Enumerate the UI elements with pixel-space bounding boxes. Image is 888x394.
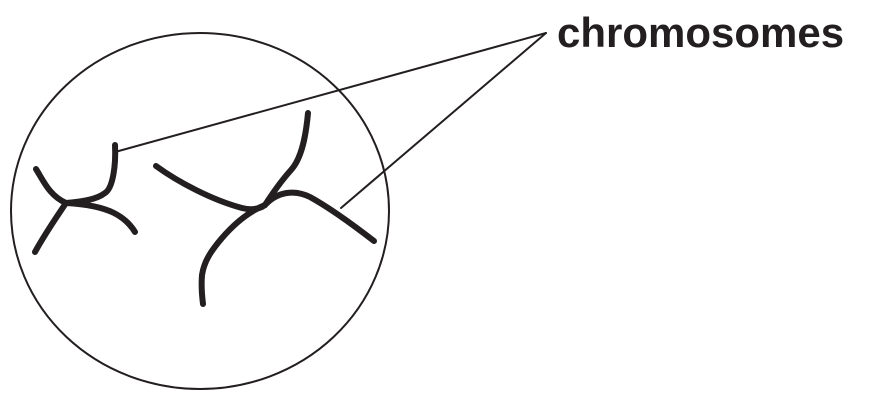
chromosome-small [35, 145, 135, 252]
leader-line-large-chromosome [341, 33, 546, 208]
leader-line-small-chromosome [115, 33, 546, 152]
chromosomes-label: chromosomes [557, 9, 844, 56]
